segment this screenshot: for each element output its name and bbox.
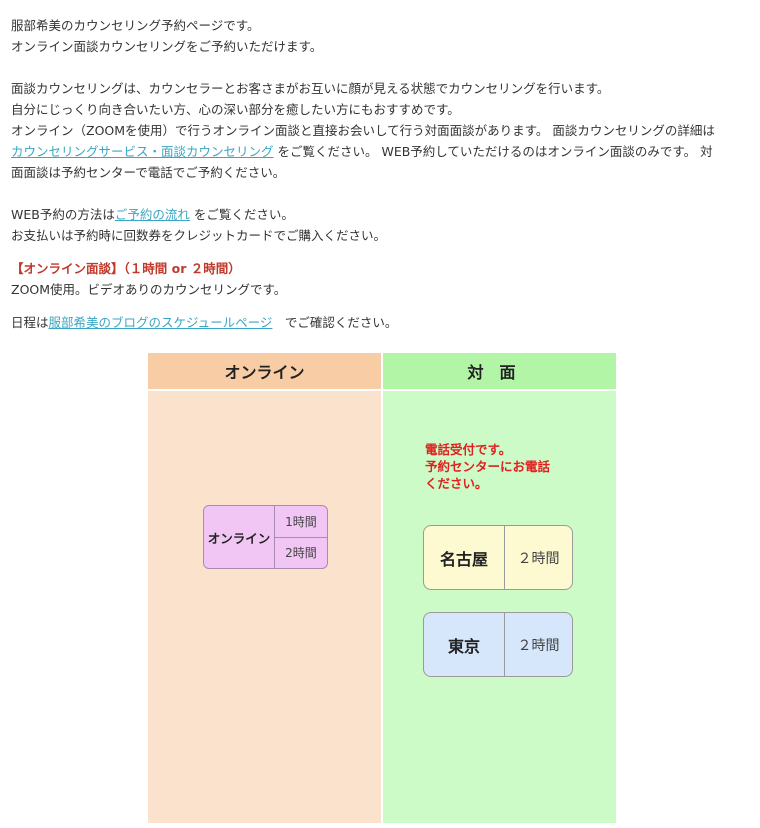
description-line-5: 面面談は予約センターで電話でご予約ください。 [11,165,286,180]
tokyo-duration: ２時間 [517,637,560,654]
intro-line-1: 服部希美のカウンセリング予約ページです。 [11,18,260,33]
web-prefix: WEB予約の方法は [11,207,115,222]
online-column: オンライン オンライン 1時間 2時間 [148,353,381,823]
schedule-suffix: でご確認ください。 [272,315,398,330]
nagoya-duration: ２時間 [517,550,560,567]
web-reservation-line: WEB予約の方法はご予約の流れ をご覧ください。 [11,204,751,225]
online-duration-options: 1時間 2時間 [275,506,327,568]
nagoya-button[interactable]: 名古屋 ２時間 [423,525,573,590]
in-person-column: 対面 電話受付です。 予約センターにお電話 ください。 名古屋 ２時間 東京 ２… [383,353,616,823]
reservation-panel: オンライン オンライン 1時間 2時間 対面 電話受付です。 予約センターにお電… [148,353,616,823]
blog-schedule-link[interactable]: 服部希美のブログのスケジュールページ [48,315,273,330]
schedule-line: 日程は服部希美のブログのスケジュールページ でご確認ください。 [11,312,751,333]
intro-line-2: オンライン面談カウンセリングをご予約いただけます。 [11,39,323,54]
phone-note-line-2: 予約センターにお電話 [425,459,551,474]
online-reservation-button[interactable]: オンライン 1時間 2時間 [203,505,328,569]
description-line-2: 自分にじっくり向き合いたい方、心の深い部分を癒したい方にもおすすめです。 [11,102,460,117]
phone-reservation-note: 電話受付です。 予約センターにお電話 ください。 [425,441,550,492]
nagoya-label: 名古屋 [424,526,505,589]
online-1-hour-option[interactable]: 1時間 [285,514,317,529]
main-content: 服部希美のカウンセリング予約ページです。 オンライン面談カウンセリングをご予約い… [11,15,751,333]
online-2-hour-option[interactable]: 2時間 [275,536,327,569]
description-line-4: カウンセリングサービス・面談カウンセリング をご覧ください。 WEB予約していた… [11,141,751,162]
description-line-4-text: をご覧ください。 WEB予約していただけるのはオンライン面談のみです。 対 [273,144,713,159]
online-button-label: オンライン [204,506,275,568]
description-line-3: オンライン（ZOOMを使用）で行うオンライン面談と直接お会いして行う対面面談があ… [11,123,715,138]
schedule-prefix: 日程は [11,315,49,330]
online-section-heading: 【オンライン面談】（１時間 or ２時間） [11,261,241,276]
in-person-column-header: 対面 [383,353,616,391]
online-section-description: ZOOM使用。ビデオありのカウンセリングです。 [11,282,287,297]
description-line-1: 面談カウンセリングは、カウンセラーとお客さまがお互いに顔が見える状態でカウンセリ… [11,81,610,96]
payment-line: お支払いは予約時に回数券をクレジットカードでご購入ください。 [11,228,387,243]
counseling-service-link[interactable]: カウンセリングサービス・面談カウンセリング [11,144,274,159]
tokyo-button[interactable]: 東京 ２時間 [423,612,573,677]
web-suffix: をご覧ください。 [189,207,294,222]
online-column-header: オンライン [148,353,381,391]
tokyo-label: 東京 [424,613,505,676]
reservation-flow-link[interactable]: ご予約の流れ [114,207,190,222]
phone-note-line-1: 電話受付です。 [425,442,512,457]
phone-note-line-3: ください。 [425,476,488,491]
